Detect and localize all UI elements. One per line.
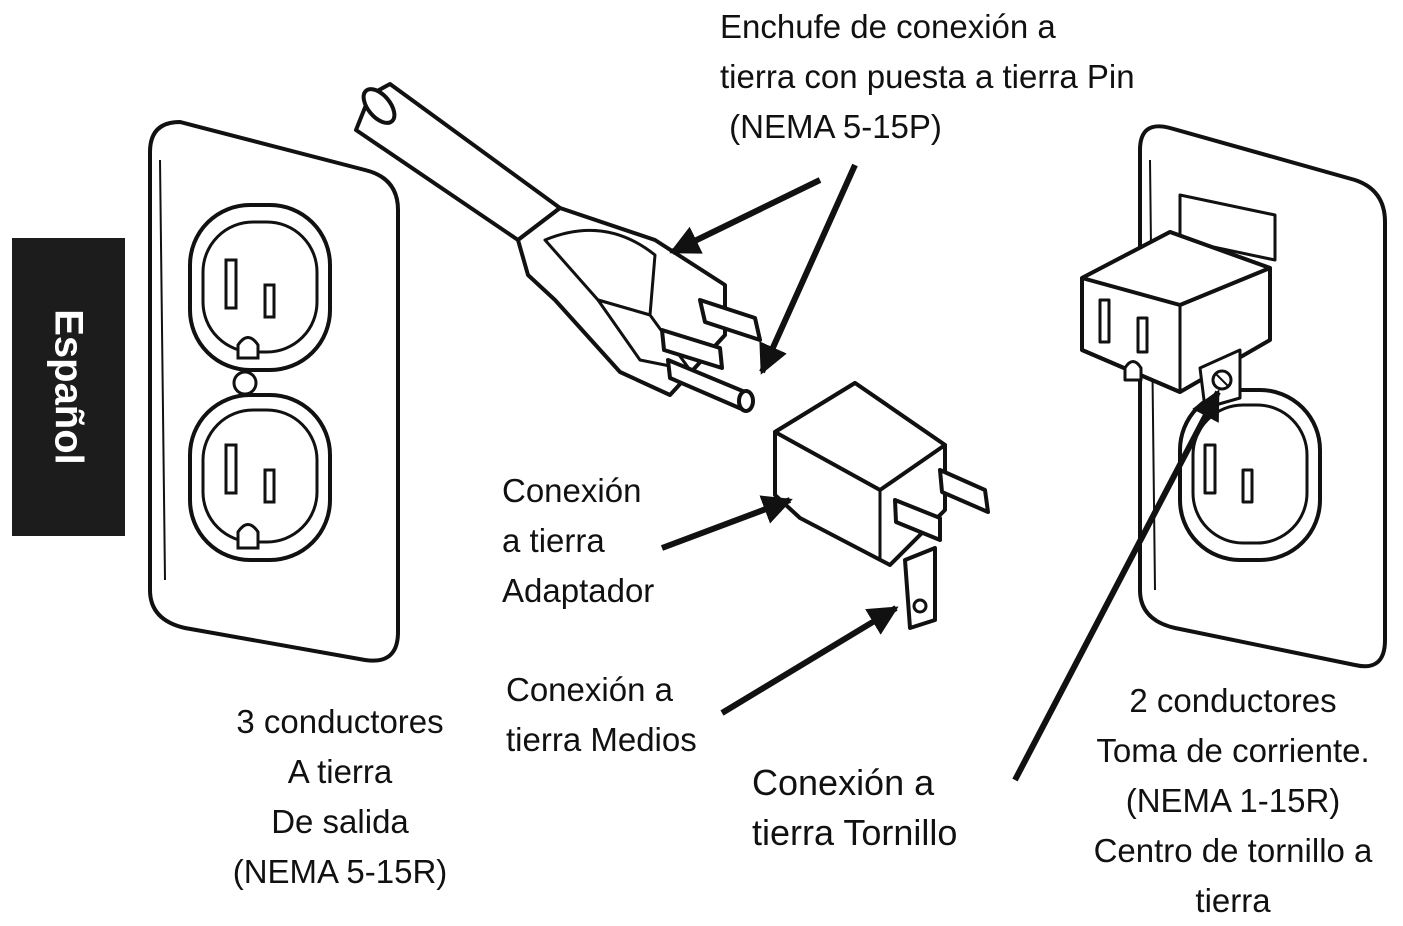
grounding-adapter-line-2: a tierra — [502, 522, 605, 559]
two-wire-outlet-line-1: 2 conductores — [1129, 682, 1337, 719]
grounding-adapter-line-3: Adaptador — [502, 572, 655, 609]
two-wire-outlet-line-2: Toma de corriente. — [1096, 732, 1370, 769]
two-wire-outlet-label: 2 conductores Toma de corriente. (NEMA 1… — [1068, 676, 1398, 926]
arrow-grounding-means — [720, 605, 899, 716]
three-wire-outlet-line-4: (NEMA 5-15R) — [232, 853, 448, 890]
grounding-plug-line-2: tierra con puesta a tierra Pin — [720, 58, 1135, 95]
grounding-screw-line-2: tierra Tornillo — [752, 812, 958, 853]
grounding-adapter-line-1: Conexión — [502, 472, 642, 509]
arrow-adapter — [660, 495, 793, 551]
grounding-adapter-label: Conexión a tierra Adaptador — [502, 466, 654, 616]
arrow-grounding-screw — [1012, 389, 1221, 782]
grounding-plug-label: Enchufe de conexión a tierra con puesta … — [720, 2, 1135, 152]
arrow-plug-pin — [759, 163, 858, 375]
grounding-plug-line-3: (NEMA 5-15P) — [720, 108, 942, 145]
grounding-plug-drawing — [354, 82, 762, 413]
three-wire-outlet-line-3: De salida — [271, 803, 409, 840]
language-tab-label: Español — [46, 309, 91, 465]
grounding-means-line-1: Conexión a — [506, 671, 673, 708]
language-tab: Español — [12, 238, 125, 536]
three-wire-outlet-line-1: 3 conductores — [236, 703, 444, 740]
two-wire-outlet-line-5: tierra — [1195, 882, 1271, 919]
three-wire-outlet-label: 3 conductores A tierra De salida (NEMA 5… — [190, 697, 490, 897]
grounding-means-label: Conexión a tierra Medios — [506, 665, 697, 765]
two-wire-outlet-drawing — [1080, 124, 1387, 669]
two-wire-outlet-line-4: Centro de tornillo a — [1093, 832, 1373, 869]
grounding-means-line-2: tierra Medios — [506, 721, 697, 758]
grounding-screw-label: Conexión a tierra Tornillo — [752, 758, 957, 858]
three-wire-outlet-drawing — [148, 119, 400, 663]
callout-arrows — [660, 163, 1221, 782]
arrow-plug-body — [669, 177, 822, 255]
grounding-plug-line-1: Enchufe de conexión a — [720, 8, 1056, 45]
two-wire-outlet-line-3: (NEMA 1-15R) — [1125, 782, 1341, 819]
grounding-adapter-drawing — [773, 381, 990, 630]
three-wire-outlet-line-2: A tierra — [287, 753, 393, 790]
grounding-screw-line-1: Conexión a — [752, 762, 935, 803]
